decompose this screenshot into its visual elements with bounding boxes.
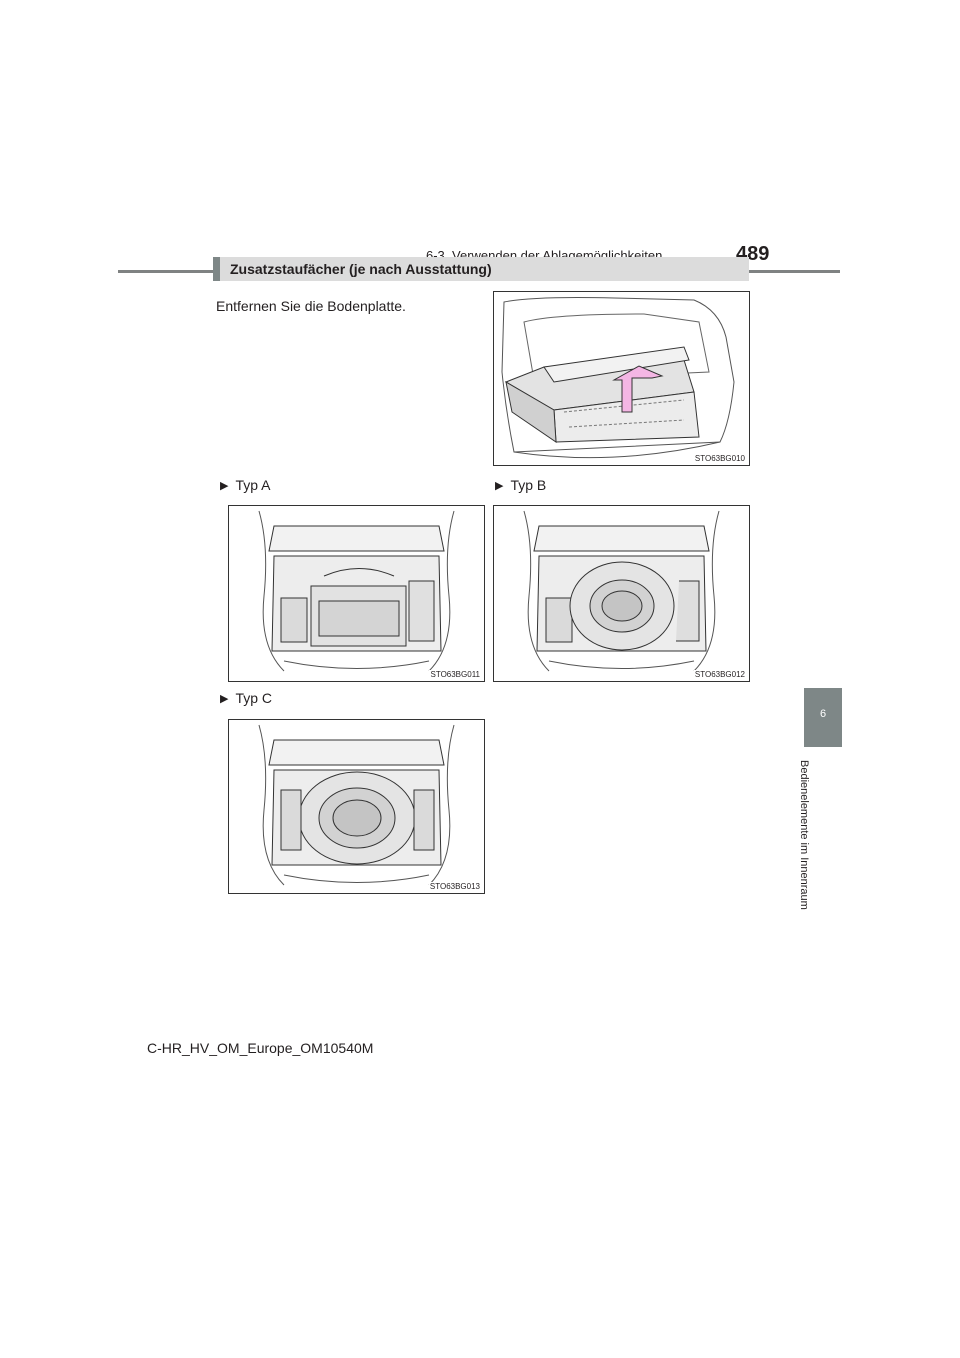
variant-label-type-b: ▶Typ B: [495, 477, 547, 493]
chapter-tab: [804, 688, 842, 747]
variant-label-type-a: ▶Typ A: [220, 477, 271, 493]
figure-code: STO63BG010: [693, 454, 746, 463]
figure-type-b: STO63BG012: [493, 505, 750, 682]
section-heading: Zusatzstaufächer (je nach Ausstattung): [213, 257, 749, 281]
figure-type-c: STO63BG013: [228, 719, 485, 894]
figure-code: STO63BG012: [693, 670, 746, 679]
illustration-type-b: [523, 510, 720, 672]
figure-code: STO63BG011: [429, 670, 481, 679]
footer-document-id: C-HR_HV_OM_Europe_OM10540M: [147, 1040, 374, 1056]
chapter-title: Bedienelemente im Innenraum: [798, 760, 810, 910]
figure-type-a: STO63BG011: [228, 505, 485, 682]
variant-label-type-c: ▶Typ C: [220, 690, 273, 706]
lift-arrow-icon: [612, 365, 664, 413]
triangle-bullet-icon: ▶: [495, 480, 504, 492]
triangle-bullet-icon: ▶: [220, 693, 229, 705]
illustration-type-a: [258, 510, 455, 672]
figure-remove-floor-board: STO63BG010: [493, 291, 750, 466]
chapter-number: 6: [819, 708, 827, 720]
illustration-remove-floor-board: [501, 297, 735, 459]
figure-code: STO63BG013: [428, 882, 481, 891]
triangle-bullet-icon: ▶: [220, 480, 229, 492]
instruction-text: Entfernen Sie die Bodenplatte.: [216, 298, 406, 314]
illustration-type-c: [258, 724, 455, 886]
